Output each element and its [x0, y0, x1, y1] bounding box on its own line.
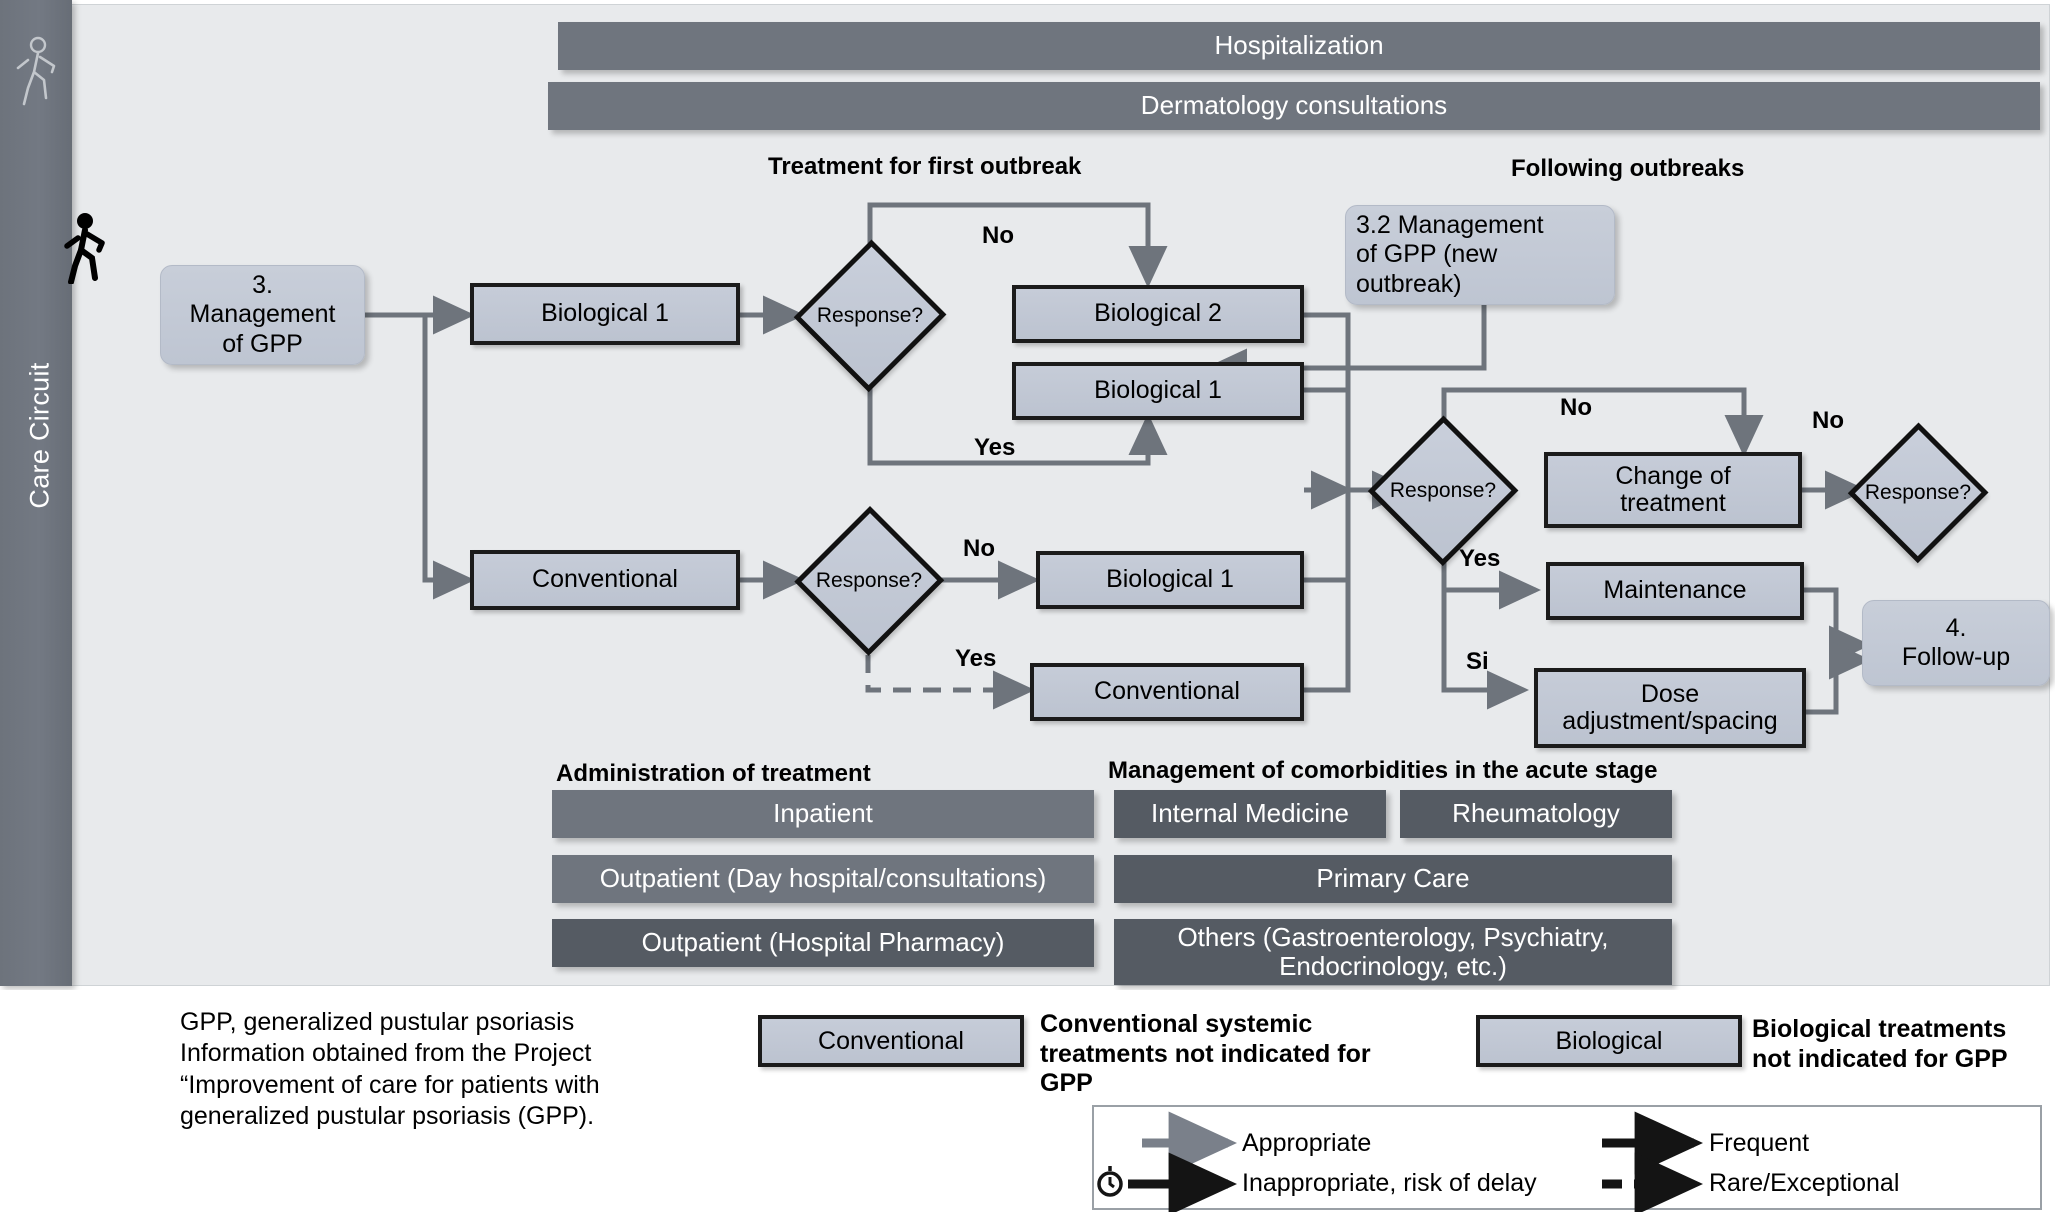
node-response-2-label: Response? [815, 569, 923, 592]
node-biological-1-top[interactable]: Biological 1 [470, 283, 740, 345]
heading-first-outbreak: Treatment for first outbreak [768, 153, 1082, 180]
node-conventional-top[interactable]: Conventional [470, 550, 740, 610]
edge-label-yes-2: Yes [955, 645, 997, 672]
band-hospitalization: Hospitalization [558, 22, 2040, 70]
legend-label-rare: Rare/Exceptional [1709, 1169, 1900, 1197]
footer: GPP, generalized pustular psoriasis Info… [0, 990, 2055, 1217]
admin-bar-2: Outpatient (Hospital Pharmacy) [552, 919, 1094, 967]
legend-graphics [1097, 1111, 1704, 1216]
node-maintenance[interactable]: Maintenance [1546, 562, 1804, 620]
walking-person-icon [16, 36, 56, 106]
arrow-legend: Appropriate Frequent Inappropriate, risk… [1092, 1105, 2042, 1216]
node-biological-1-low[interactable]: Biological 1 [1036, 551, 1304, 609]
edge-label-no-3: No [1560, 394, 1592, 421]
legend-label-inappropriate: Inappropriate, risk of delay [1242, 1169, 1537, 1197]
band-dermatology: Dermatology consultations [548, 82, 2040, 130]
comorbidity-bar-0: Internal Medicine [1114, 790, 1386, 838]
key-biological-box: Biological [1476, 1015, 1742, 1067]
heading-following-outbreaks: Following outbreaks [1511, 155, 1745, 182]
care-circuit-sidebar: Care Circuit [0, 0, 72, 986]
node-response-2[interactable]: Response? [794, 505, 944, 657]
legend-label-appropriate: Appropriate [1242, 1129, 1372, 1157]
comorbidity-bar-2: Primary Care [1114, 855, 1672, 903]
key-biological-desc: Biological treatments not indicated for … [1752, 1015, 2008, 1073]
comorbidity-bar-1: Rheumatology [1400, 790, 1672, 838]
edge-label-no-4: No [1812, 407, 1844, 434]
node-new-outbreak[interactable]: 3.2 Management of GPP (new outbreak) [1345, 205, 1615, 305]
node-biological-1-mid[interactable]: Biological 1 [1012, 362, 1304, 420]
node-response-1-label: Response? [816, 304, 924, 327]
node-conventional-low[interactable]: Conventional [1030, 663, 1304, 721]
footnote: GPP, generalized pustular psoriasis Info… [180, 1008, 600, 1130]
edge-label-no-2: No [963, 535, 995, 562]
node-response-3-label: Response? [1389, 479, 1497, 502]
heading-comorbidities: Management of comorbidities in the acute… [1108, 757, 1658, 784]
edge-label-yes-1: Yes [974, 434, 1016, 461]
legend-label-frequent: Frequent [1709, 1129, 1810, 1157]
node-biological-2[interactable]: Biological 2 [1012, 285, 1304, 343]
key-conventional-desc: Conventional systemic treatments not ind… [1040, 1010, 1371, 1097]
walking-person-icon [64, 213, 105, 284]
node-dose-adjustment[interactable]: Dose adjustment/spacing [1534, 668, 1806, 748]
comorbidity-bar-3: Others (Gastroenterology, Psychiatry, En… [1114, 919, 1672, 985]
node-response-4[interactable]: Response? [1847, 422, 1989, 564]
admin-bar-1: Outpatient (Day hospital/consultations) [552, 855, 1094, 903]
edge-label-si: Si [1466, 648, 1489, 675]
node-change-of-treatment[interactable]: Change of treatment [1544, 452, 1802, 528]
node-response-4-label: Response? [1864, 481, 1972, 504]
flowchart-canvas: Care Circuit Hospitalization Dermatology… [0, 0, 2050, 986]
admin-bar-0: Inpatient [552, 790, 1094, 838]
key-conventional-box: Conventional [758, 1015, 1024, 1067]
node-response-3[interactable]: Response? [1367, 415, 1519, 567]
node-followup[interactable]: 4. Follow-up [1862, 600, 2050, 686]
node-start[interactable]: 3. Management of GPP [160, 265, 365, 365]
edge-label-yes-3: Yes [1459, 545, 1501, 572]
heading-administration: Administration of treatment [556, 760, 871, 787]
edge-label-no-1: No [982, 222, 1014, 249]
node-response-1[interactable]: Response? [793, 238, 947, 394]
